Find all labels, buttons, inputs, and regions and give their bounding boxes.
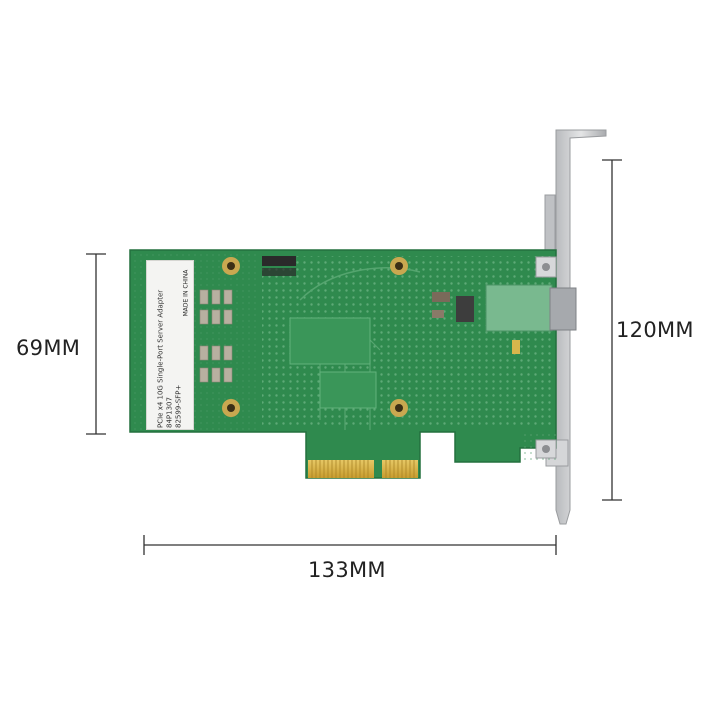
sticker-line-1: PCIe x4 10G Single-Port Server Adapter — [156, 289, 165, 428]
dimension-line-width — [143, 535, 557, 555]
made-in-text: MADE IN CHINA — [182, 269, 190, 317]
dimension-line-height — [86, 253, 106, 435]
height-dimension-label: 69MM — [16, 336, 81, 360]
product-sticker: PCIe x4 10G Single-Port Server Adapter 8… — [146, 260, 194, 430]
pcb-board — [129, 249, 577, 479]
mounting-holes — [222, 257, 408, 417]
sticker-line-2: 84P1307 — [165, 397, 174, 428]
pcie-gold-fingers — [308, 460, 418, 478]
bracket-dimension-label: 120MM — [616, 318, 694, 342]
width-dimension-label: 133MM — [308, 558, 386, 582]
made-in-label: MADE IN CHINA — [178, 258, 194, 328]
dimension-line-bracket — [602, 159, 622, 501]
